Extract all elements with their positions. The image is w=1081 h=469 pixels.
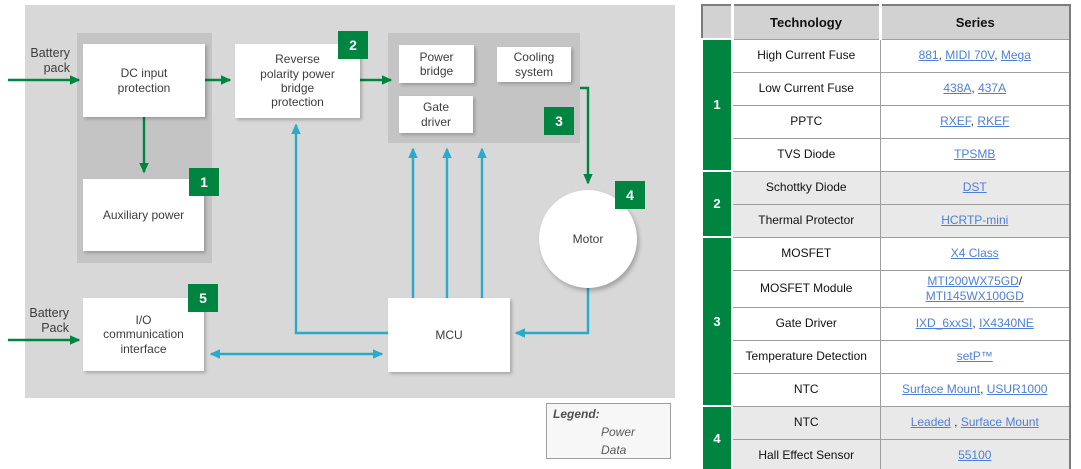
table-row: PPTC RXEF, RKEF [702, 104, 1071, 139]
series-link[interactable]: RXEF [940, 114, 971, 129]
series-link[interactable]: Surface Mount [960, 415, 1039, 430]
power-bridge-node: Power bridge [399, 45, 474, 83]
group-number-cell: 4 [701, 405, 733, 469]
separator: , [938, 48, 946, 63]
badge-2: 2 [338, 31, 368, 59]
series-cell: RXEF, RKEF [879, 104, 1071, 139]
table-row: Thermal Protector HCRTP-mini [702, 203, 1071, 238]
cooling-system-node: Cooling system [497, 47, 571, 82]
corner-cell [701, 4, 734, 40]
group-number-cell: 3 [701, 236, 733, 407]
series-link[interactable]: MTI145WX100GD [925, 288, 1024, 303]
separator: , [972, 316, 980, 331]
technology-cell: High Current Fuse [731, 38, 881, 73]
technology-cell: Thermal Protector [731, 203, 881, 238]
table-row: 2 Schottky Diode DST [701, 170, 1071, 238]
series-link[interactable]: Leaded [910, 415, 951, 430]
table-row: Low Current Fuse 438A, 437A [702, 71, 1071, 106]
technology-cell: Gate Driver [731, 306, 881, 341]
series-link[interactable]: DST [962, 180, 987, 195]
battery-pack-label-top: Battery pack [30, 46, 70, 75]
series-cell: 881, MIDI 70V, Mega [879, 38, 1071, 73]
technology-cell: NTC [731, 372, 881, 407]
series-link[interactable]: IX4340NE [979, 316, 1034, 331]
series-cell: Surface Mount, USUR1000 [879, 372, 1071, 407]
series-link[interactable]: X4 Class [950, 246, 999, 261]
dc-input-protection-node: DC input protection [83, 44, 205, 117]
series-cell: DST [879, 170, 1071, 205]
series-link[interactable]: Mega [1000, 48, 1031, 63]
series-link[interactable]: 438A [943, 81, 972, 96]
legend-title: Legend: [553, 407, 600, 421]
series-link[interactable]: MIDI 70V [945, 48, 995, 63]
technology-column-header: Technology [730, 4, 882, 40]
badge-3: 3 [544, 107, 574, 135]
series-link[interactable]: RKEF [977, 114, 1010, 129]
table-row: MOSFET Module MTI200WX75GD/MTI145WX100GD [702, 269, 1071, 308]
table-row: Hall Effect Sensor 55100 [702, 438, 1071, 469]
badge-4: 4 [615, 181, 645, 209]
legend-box: Legend: Power Data [546, 403, 671, 459]
table-row: TVS Diode TPSMB [702, 137, 1071, 172]
technology-cell: TVS Diode [731, 137, 881, 172]
series-cell: 55100 [879, 438, 1071, 469]
series-cell: 438A, 437A [879, 71, 1071, 106]
separator: / [1018, 274, 1023, 289]
series-cell: HCRTP-mini [879, 203, 1071, 238]
series-column-header: Series [878, 4, 1071, 40]
series-link[interactable]: IXD_6xxSI [915, 316, 973, 331]
io-communication-interface-node: I/O communication interface [83, 298, 204, 371]
technology-cell: Hall Effect Sensor [731, 438, 881, 469]
separator: , [950, 415, 961, 430]
separator: , [971, 81, 979, 96]
gate-driver-node: Gate driver [399, 96, 473, 133]
mcu-node: MCU [388, 298, 510, 372]
series-cell: MTI200WX75GD/MTI145WX100GD [879, 269, 1071, 308]
group-number-cell: 1 [701, 38, 733, 172]
auxiliary-power-node: Auxiliary power [83, 179, 204, 251]
battery-pack-label-bottom: Battery Pack [29, 306, 69, 335]
technology-cell: MOSFET [731, 236, 881, 271]
legend-power-label: Power [601, 425, 636, 439]
technology-series-table: Technology Series 1 High Current Fuse 88… [701, 4, 1071, 469]
separator: , [980, 382, 987, 397]
table-row: 4 NTC Leaded , Surface Mount [701, 405, 1071, 469]
legend-data-label: Data [601, 443, 627, 457]
technology-cell: Schottky Diode [731, 170, 881, 205]
technology-cell: NTC [731, 405, 881, 440]
series-link[interactable]: HCRTP-mini [941, 213, 1009, 228]
table-row: 3 MOSFET X4 Class [701, 236, 1071, 407]
series-link[interactable]: MTI200WX75GD [927, 274, 1019, 289]
table-row: NTC Surface Mount, USUR1000 [702, 372, 1071, 407]
badge-5: 5 [188, 284, 218, 312]
series-link[interactable]: TPSMB [954, 147, 996, 162]
series-link[interactable]: setP™ [956, 349, 993, 364]
table-row: Gate Driver IXD_6xxSI, IX4340NE [702, 306, 1071, 341]
series-link[interactable]: 437A [978, 81, 1007, 96]
separator: , [970, 114, 978, 129]
series-link[interactable]: 881 [918, 48, 939, 63]
table-row: Temperature Detection setP™ [702, 339, 1071, 374]
series-cell: X4 Class [879, 236, 1071, 271]
technology-cell: Low Current Fuse [731, 71, 881, 106]
technology-cell: PPTC [731, 104, 881, 139]
table-header-row: Technology Series [701, 4, 1071, 40]
technology-cell: Temperature Detection [731, 339, 881, 374]
series-link[interactable]: USUR1000 [986, 382, 1048, 397]
series-link[interactable]: 55100 [958, 448, 992, 463]
series-link[interactable]: Surface Mount [902, 382, 981, 397]
series-cell: Leaded , Surface Mount [879, 405, 1071, 440]
separator: , [994, 48, 1001, 63]
technology-cell: MOSFET Module [731, 269, 881, 308]
group-number-cell: 2 [701, 170, 733, 238]
table-row: 1 High Current Fuse 881, MIDI 70V, Mega [701, 38, 1071, 172]
series-cell: TPSMB [879, 137, 1071, 172]
series-cell: setP™ [879, 339, 1071, 374]
series-cell: IXD_6xxSI, IX4340NE [879, 306, 1071, 341]
badge-1: 1 [189, 168, 219, 196]
